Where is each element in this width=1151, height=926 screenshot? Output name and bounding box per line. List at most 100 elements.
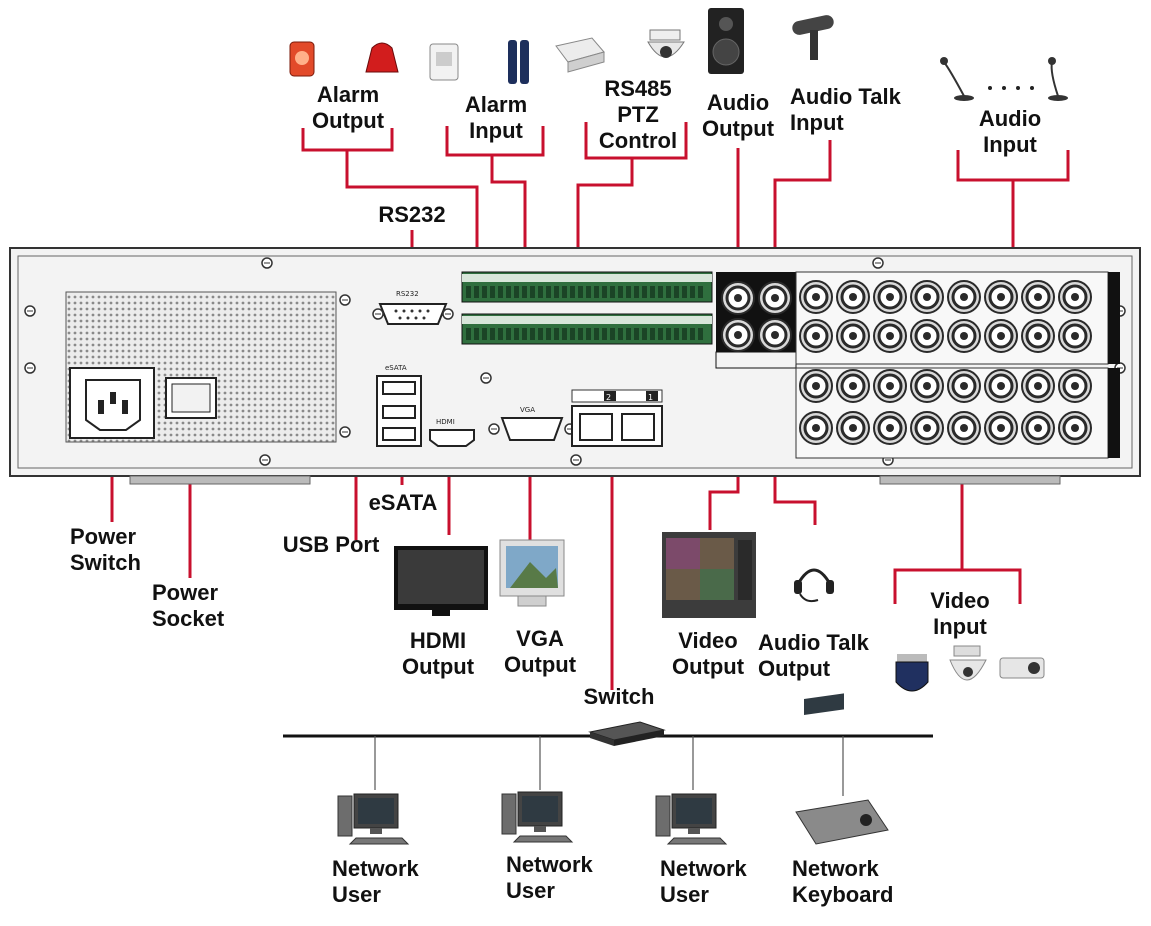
video-bnc-connector (1057, 279, 1093, 315)
audio-bnc-block (715, 272, 797, 369)
network-user-2-label: Network User (506, 852, 593, 903)
terminal-screw (514, 328, 519, 340)
lan-port-1-tag: 1 (648, 393, 653, 402)
terminal-screw (698, 328, 703, 340)
video-bnc-connector (872, 279, 908, 315)
video-bnc-connector (872, 368, 908, 404)
terminal-screw (578, 328, 583, 340)
vga-port: VGA (488, 406, 576, 441)
crt-monitor-icon (499, 539, 565, 607)
terminal-screw (666, 286, 671, 298)
terminal-screw (482, 328, 487, 340)
vga-port-tag: VGA (520, 406, 535, 414)
video-bnc-connector (1020, 368, 1056, 404)
hdmi-port: HDMI (429, 418, 475, 447)
video-bnc-connector (835, 410, 871, 446)
terminal-screw (530, 328, 535, 340)
box-camera-icon (999, 657, 1045, 679)
terminal-screw (474, 328, 479, 340)
rs232-port: RS232 (372, 290, 454, 325)
terminal-screw (658, 328, 663, 340)
terminal-screw (506, 286, 511, 298)
terminal-screw (570, 328, 575, 340)
video-input-label: Video Input (930, 588, 990, 639)
headset-icon (794, 568, 834, 603)
lan-ports: 2 1 (571, 389, 663, 447)
terminal-screw (634, 328, 639, 340)
terminal-screw (562, 286, 567, 298)
video-bnc-connector (946, 279, 982, 315)
terminal-screw (634, 286, 639, 298)
terminal-screw (554, 286, 559, 298)
terminal-screw (650, 328, 655, 340)
network-user-1-label: Network User (332, 856, 419, 907)
hdmi-port-tag: HDMI (436, 418, 455, 426)
pir-sensor-icon (429, 43, 459, 81)
terminal-screw (674, 286, 679, 298)
terminal-screw (538, 286, 543, 298)
terminal-screw (674, 328, 679, 340)
terminal-screw (690, 286, 695, 298)
terminal-screw (594, 328, 599, 340)
terminal-screw (538, 328, 543, 340)
video-bnc-connector (1057, 318, 1093, 354)
audio-talk-output-label: Audio Talk Output (758, 630, 869, 681)
network-bus (283, 734, 933, 796)
speed-dome-icon (949, 645, 987, 681)
terminal-screw (626, 328, 631, 340)
power-switch-label: Power Switch (70, 524, 141, 575)
terminal-screw (514, 286, 519, 298)
video-bnc-connector (983, 318, 1019, 354)
terminal-screw (610, 328, 615, 340)
video-bnc-connector (909, 410, 945, 446)
power-switch (165, 377, 217, 419)
terminal-screw (506, 328, 511, 340)
ptz-keyboard-icon (795, 693, 889, 845)
terminal-screw (498, 328, 503, 340)
video-bnc-connector (1020, 410, 1056, 446)
video-bnc-connector (872, 410, 908, 446)
terminal-screw (554, 328, 559, 340)
video-bnc-connector (946, 410, 982, 446)
video-bnc-connector (798, 410, 834, 446)
terminal-screw (522, 286, 527, 298)
network-user-3-label: Network User (660, 856, 747, 907)
terminal-screw (666, 328, 671, 340)
usb-port-label: USB Port (282, 532, 380, 557)
terminal-screw (618, 286, 623, 298)
terminal-screw (690, 328, 695, 340)
network-user-pc-2 (501, 791, 573, 843)
alarm-input-label: Alarm Input (464, 92, 528, 143)
video-bnc-connector (872, 318, 908, 354)
terminal-screw (586, 286, 591, 298)
alarm-terminal-blocks (461, 271, 713, 345)
video-bnc-connector (946, 368, 982, 404)
network-user-pc-3 (655, 793, 727, 845)
terminal-screw (618, 328, 623, 340)
terminal-screw (650, 286, 655, 298)
terminal-screw (562, 328, 567, 340)
smoke-detector-icon (555, 37, 605, 73)
terminal-screw (530, 286, 535, 298)
terminal-screw (602, 286, 607, 298)
switch-label: Switch (583, 684, 655, 709)
video-bnc-connector (909, 368, 945, 404)
power-socket (69, 367, 155, 439)
terminal-screw (594, 286, 599, 298)
hdmi-output-label: HDMI Output (401, 628, 475, 679)
video-bnc-connector (835, 318, 871, 354)
network-switch-icon (588, 721, 666, 746)
terminal-screw (466, 328, 471, 340)
lan-port-2-tag: 2 (606, 393, 611, 402)
microphone-icon (792, 15, 834, 60)
video-bnc-connector (1057, 368, 1093, 404)
audio-talk-input-connector (773, 140, 832, 298)
video-bnc-connector (983, 368, 1019, 404)
network-user-pc-1 (337, 793, 409, 845)
video-bnc-connector (1020, 279, 1056, 315)
terminal-screw (610, 286, 615, 298)
rs232-label: RS232 (378, 202, 446, 227)
door-contact-icon (508, 40, 529, 84)
